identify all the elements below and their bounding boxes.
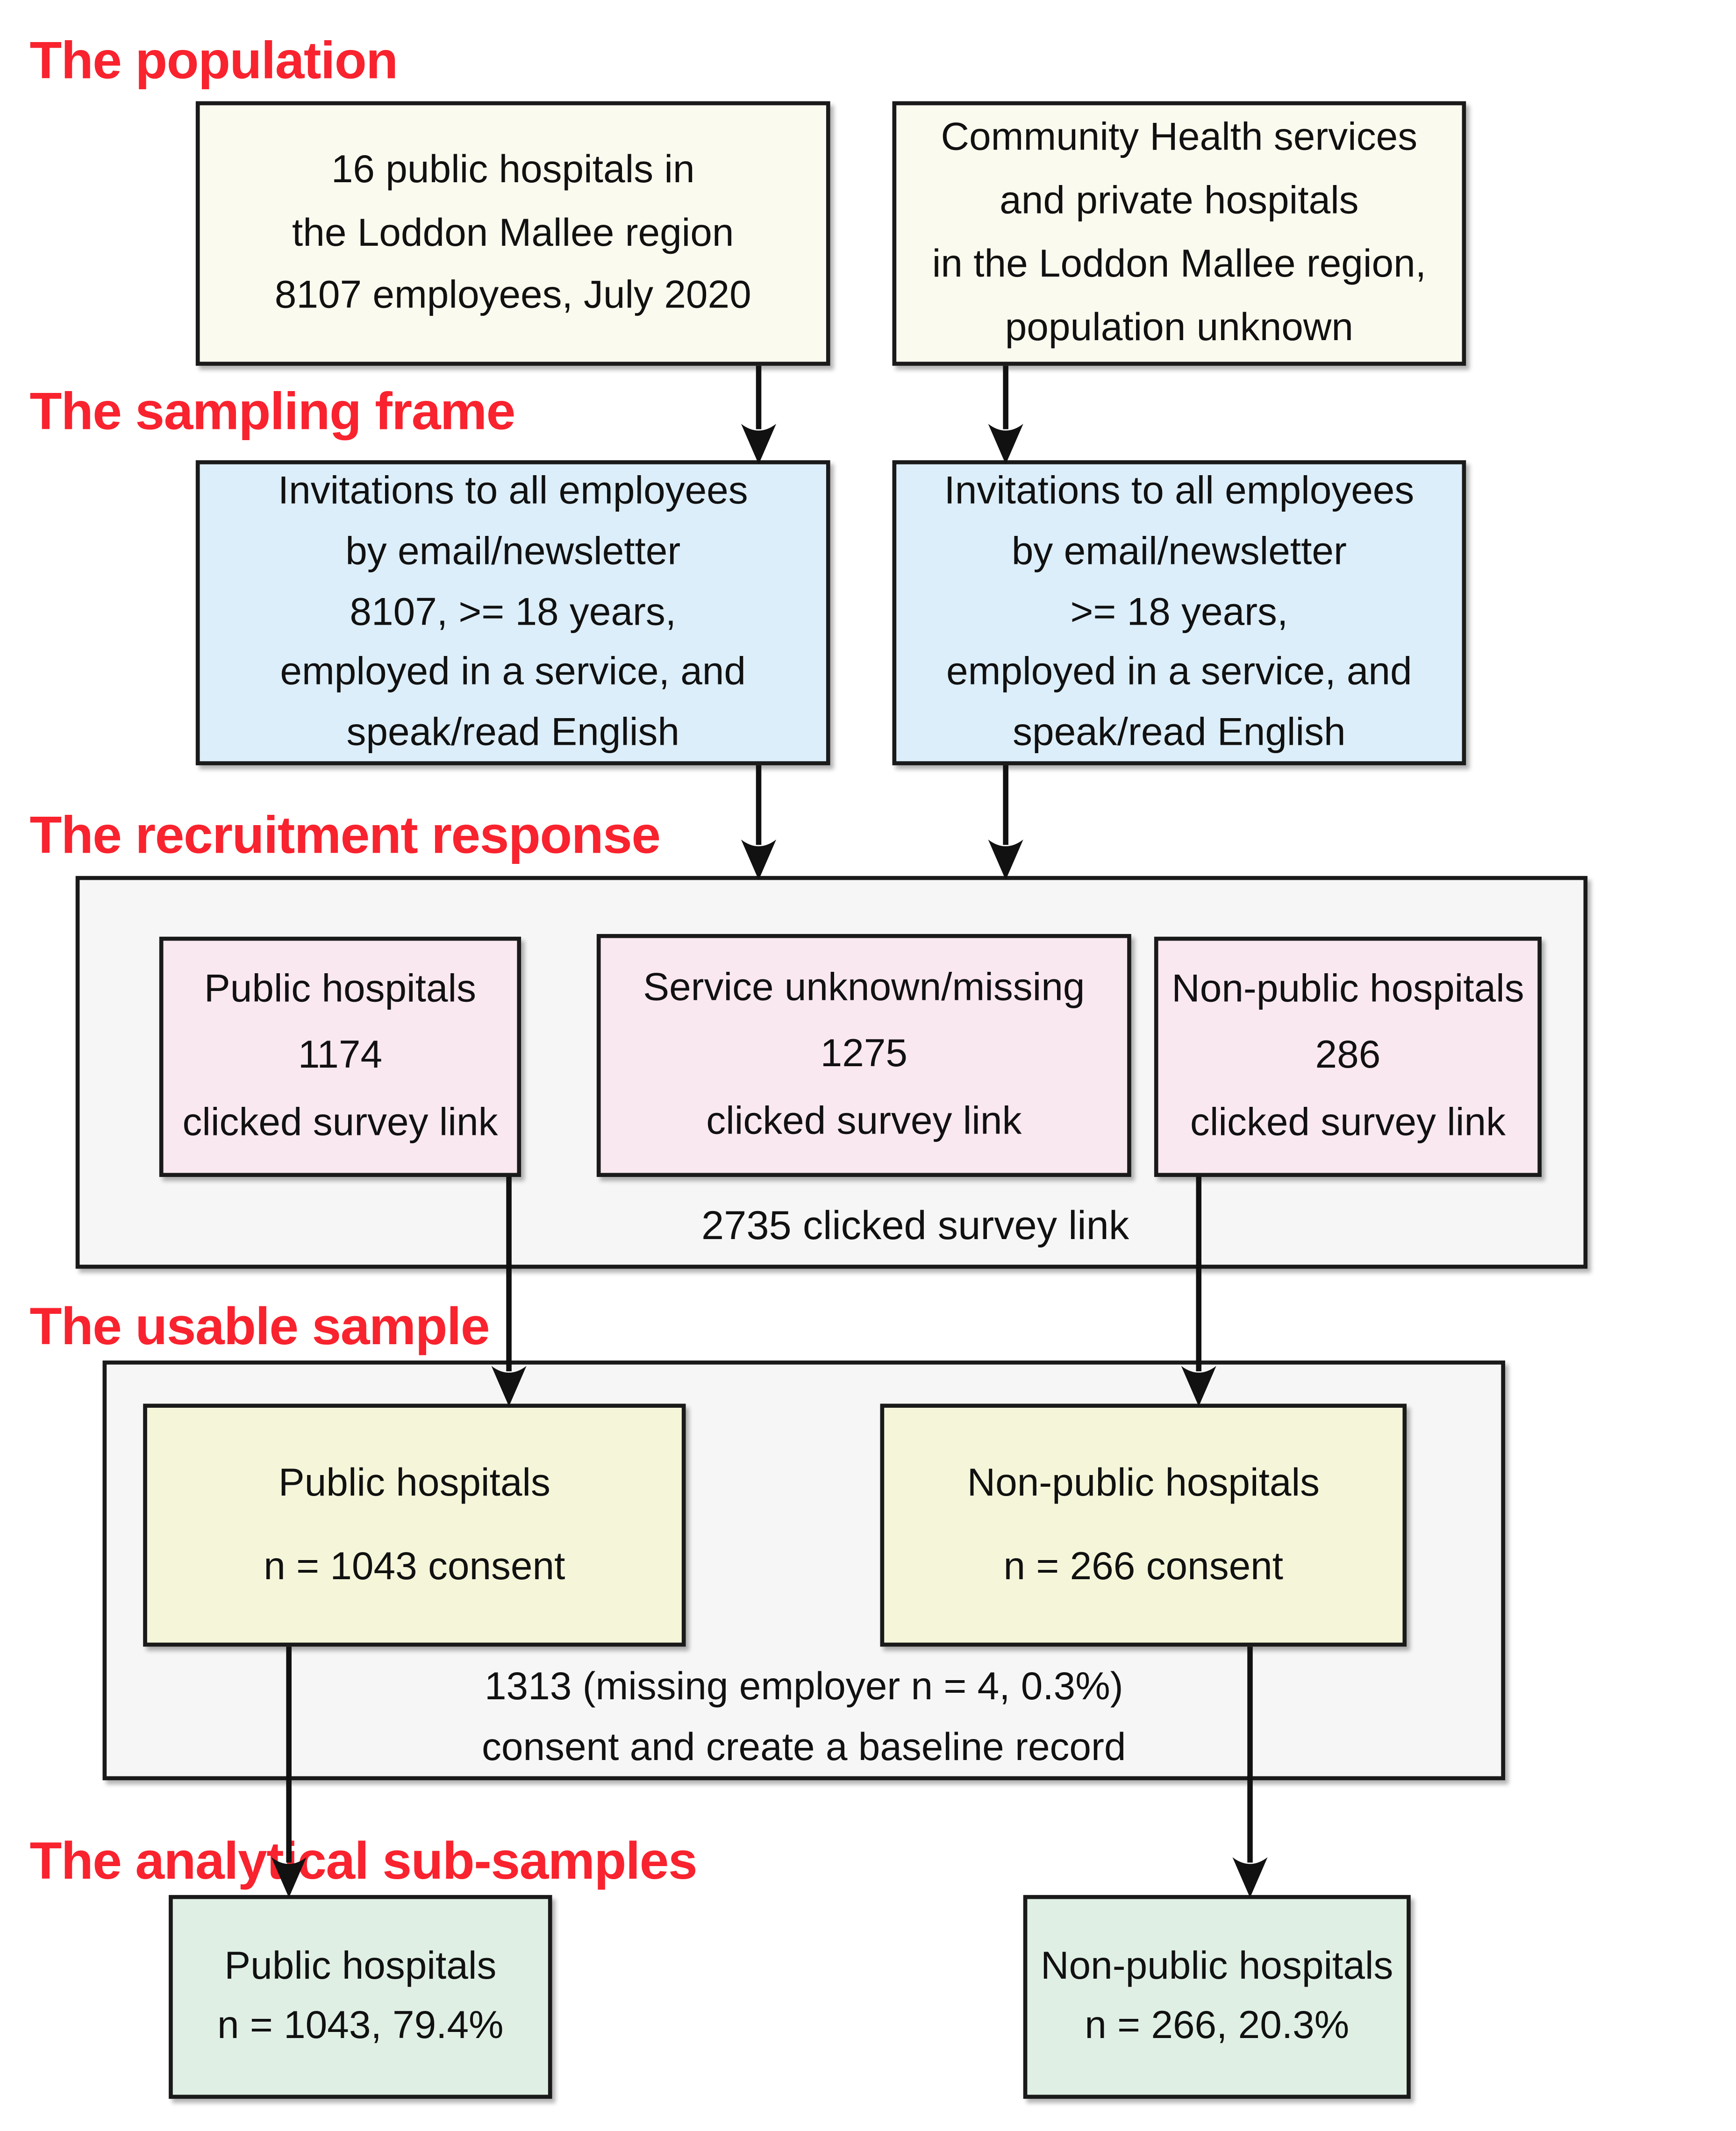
response-public-hospitals-box: Public hospitals 1174 clicked survey link [159,936,522,1177]
text-line: population unknown [1005,306,1353,350]
text-line: clicked survey link [182,1101,498,1144]
usable-public-hospitals-box: Public hospitals n = 1043 consent [143,1404,686,1647]
usable-nonpublic-hospitals-box: Non-public hospitals n = 266 consent [880,1404,1407,1647]
text-line: Non-public hospitals [1172,968,1524,1011]
analytical-public-hospitals-box: Public hospitals n = 1043, 79.4% [169,1895,552,2099]
text-line: speak/read English [346,712,680,755]
population-community-private-box: Community Health services and private hos… [892,101,1466,366]
text-line: 1275 [820,1033,907,1076]
response-nonpublic-hospitals-box: Non-public hospitals 286 clicked survey li… [1154,936,1542,1177]
text-line: Invitations to all employees [944,469,1415,513]
text-line: Community Health services [941,116,1418,160]
text-line: in the Loddon Mallee region, [932,242,1426,286]
text-line: n = 1043, 79.4% [217,2003,504,2047]
text-line: employed in a service, and [946,651,1412,695]
text-line: by email/newsletter [345,530,681,573]
heading-population: The population [29,32,399,91]
text-line: Invitations to all employees [278,469,748,513]
text-line: 1313 (missing employer n = 4, 0.3%) [484,1665,1123,1709]
heading-usable-sample: The usable sample [29,1298,490,1357]
heading-recruitment-response: The recruitment response [29,807,661,865]
text-line: Public hospitals [204,968,477,1011]
arrow-frame-public-to-response [741,765,777,880]
text-line: Public hospitals [278,1461,550,1505]
text-line: 8107 employees, July 2020 [274,274,751,318]
text-line: n = 266, 20.3% [1085,2003,1350,2047]
sampling-frame-other-box: Invitations to all employees by email/new… [892,460,1466,765]
text-line: Service unknown/missing [643,966,1085,1010]
response-total-caption: 2735 clicked survey link [701,1204,1129,1249]
text-line: the Loddon Mallee region [292,211,734,255]
text-line: consent and create a baseline record [481,1726,1126,1770]
response-service-unknown-box: Service unknown/missing 1275 clicked surve… [596,934,1131,1177]
arrow-population-public-to-frame [741,365,777,464]
text-line: Non-public hospitals [1041,1945,1393,1988]
text-line: speak/read English [1013,712,1346,755]
text-line: employed in a service, and [280,651,746,695]
text-line: >= 18 years, [1070,590,1288,634]
arrow-population-other-to-frame [988,365,1023,464]
text-line: by email/newsletter [1011,530,1347,573]
arrow-frame-other-to-response [988,765,1023,880]
population-public-hospitals-box: 16 public hospitals in the Loddon Mallee … [195,101,830,366]
analytical-nonpublic-hospitals-box: Non-public hospitals n = 266, 20.3% [1023,1895,1411,2099]
text-line: 286 [1315,1034,1381,1078]
text-line: 16 public hospitals in [331,148,695,191]
text-line: clicked survey link [1190,1101,1506,1144]
text-line: Non-public hospitals [967,1461,1320,1505]
text-line: 1174 [298,1034,383,1078]
text-line: 8107, >= 18 years, [350,590,677,634]
text-line: n = 266 consent [1003,1545,1284,1589]
text-line: Public hospitals [224,1945,497,1988]
text-line: n = 1043 consent [264,1545,565,1589]
sampling-frame-public-box: Invitations to all employees by email/new… [195,460,830,765]
heading-sampling-frame: The sampling frame [29,383,516,442]
text-line: clicked survey link [706,1099,1022,1143]
text-line: and private hospitals [1000,179,1359,223]
usable-total-caption: 1313 (missing employer n = 4, 0.3%) conse… [103,1657,1505,1779]
heading-analytical-subsamples: The analytical sub-samples [29,1832,698,1891]
